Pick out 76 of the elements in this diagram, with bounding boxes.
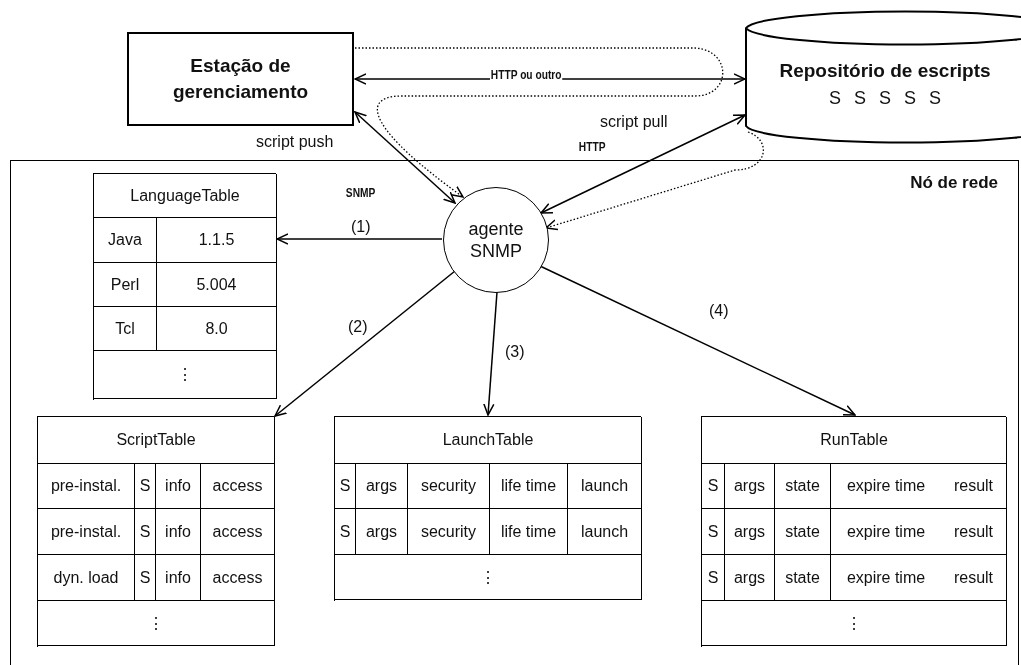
table-cell: Perl — [94, 263, 157, 307]
table-cell: access — [201, 464, 275, 509]
table-cell: access — [201, 509, 275, 555]
arrow — [354, 111, 456, 204]
table-cell: args — [356, 464, 408, 509]
table-cell: args — [725, 555, 775, 601]
table-cell: args — [725, 464, 775, 509]
table-cell: S — [135, 464, 156, 509]
table-header: RunTable — [702, 417, 1007, 464]
table-header: ScriptTable — [38, 417, 275, 464]
table-cell: info — [156, 555, 201, 601]
agent-circle — [443, 187, 549, 293]
table-cell: S — [335, 464, 356, 509]
arrow — [354, 73, 746, 85]
edge-label: (3) — [504, 343, 526, 361]
table-cell: state — [775, 464, 831, 509]
table-cell: life time — [490, 509, 568, 555]
frame-title: Nó de rede — [910, 173, 998, 193]
table-cell: S — [135, 555, 156, 601]
table-cell: ⋮ — [335, 555, 642, 600]
dotted-arrow — [354, 47, 724, 198]
table-cell: pre-instal. — [38, 509, 135, 555]
table-cell: 5.004 — [157, 263, 277, 307]
table-cell: S — [335, 509, 356, 555]
table-cell: S — [702, 509, 725, 555]
table-cell: access — [201, 555, 275, 601]
edge-label: HTTP ou outro — [490, 68, 563, 83]
node-title: Repositório de escripts — [778, 60, 992, 82]
data-table — [37, 416, 274, 647]
table-cell: 8.0 — [157, 307, 277, 351]
edge-label: (4) — [708, 302, 730, 320]
data-table — [701, 416, 1006, 647]
dotted-arrow — [545, 131, 764, 231]
table-cell: security — [408, 509, 490, 555]
arrow — [276, 233, 443, 245]
arrow — [539, 265, 856, 416]
table-cell: info — [156, 509, 201, 555]
table-cell: result — [941, 555, 1007, 601]
network-node-frame — [10, 160, 1019, 665]
table-cell: ⋮ — [38, 601, 275, 646]
node-text: agente SNMP — [467, 218, 525, 262]
table-cell: launch — [568, 464, 642, 509]
table-cell: life time — [490, 464, 568, 509]
table-header: LaunchTable — [335, 417, 642, 464]
data-table — [334, 416, 641, 601]
table-cell: info — [156, 464, 201, 509]
edge-label: (2) — [347, 318, 369, 336]
table-cell: args — [356, 509, 408, 555]
edge-label: (1) — [350, 218, 372, 236]
table-cell: pre-instal. — [38, 464, 135, 509]
table-cell: Tcl — [94, 307, 157, 351]
table-cell: ⋮ — [702, 601, 1007, 646]
table-cell: args — [725, 509, 775, 555]
arrow — [483, 291, 498, 416]
table-cell: launch — [568, 509, 642, 555]
table-cell: ⋮ — [94, 351, 277, 399]
table-cell: dyn. load — [38, 555, 135, 601]
table-cell: 1.1.5 — [157, 218, 277, 263]
annotation-text: script push — [256, 133, 334, 151]
table-cell: result — [941, 464, 1007, 509]
table-cell: state — [775, 509, 831, 555]
annotation-text: script pull — [600, 113, 668, 131]
arrow — [540, 114, 746, 214]
table-cell: S — [702, 555, 725, 601]
table-cell: security — [408, 464, 490, 509]
table-cell: S — [702, 464, 725, 509]
process-box — [127, 32, 354, 126]
node-title: Estação de gerenciamento — [171, 54, 310, 104]
table-cell: state — [775, 555, 831, 601]
arrow — [274, 270, 456, 417]
table-header: LanguageTable — [94, 174, 277, 218]
table-cell: result — [941, 509, 1007, 555]
table-cell: Java — [94, 218, 157, 263]
node-text: S S S S S — [827, 88, 942, 109]
table-cell: S — [135, 509, 156, 555]
data-table — [93, 173, 276, 400]
